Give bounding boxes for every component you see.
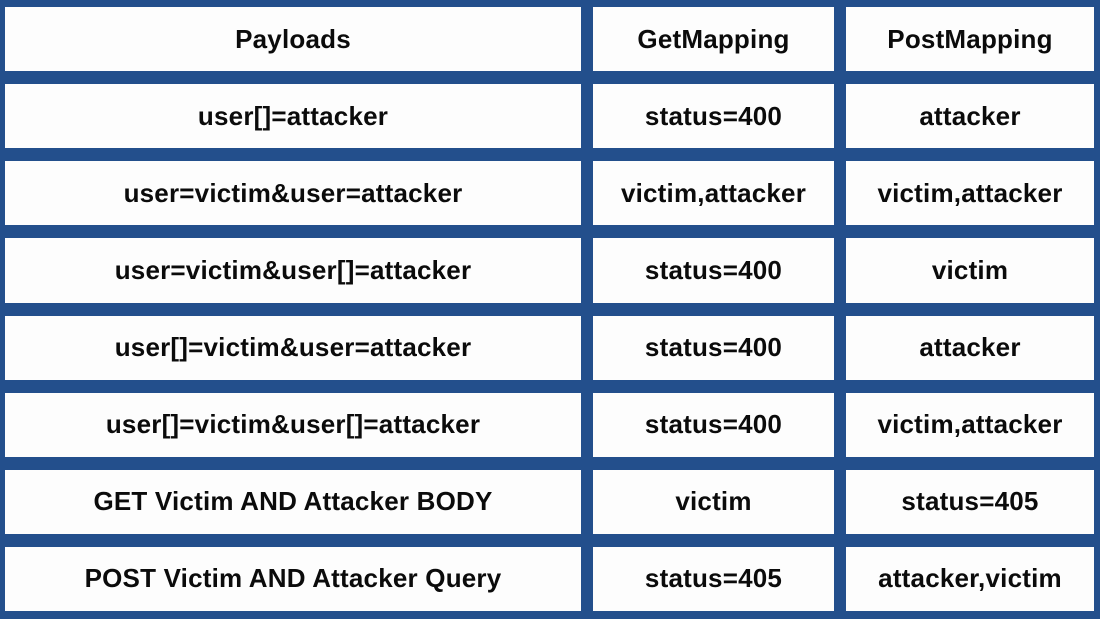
postmapping-cell: victim,attacker [846,392,1094,457]
postmapping-cell: attacker,victim [846,546,1094,611]
getmapping-cell: status=400 [593,238,834,303]
getmapping-cell: status=405 [593,546,834,611]
postmapping-cell: victim [846,238,1094,303]
postmapping-cell: attacker [846,315,1094,380]
getmapping-cell: status=400 [593,84,834,149]
payload-cell: user[]=victim&user=attacker [5,315,581,380]
payload-cell: POST Victim AND Attacker Query [5,546,581,611]
getmapping-cell: victim [593,469,834,534]
getmapping-cell: status=400 [593,392,834,457]
header-cell-payloads: Payloads [5,7,581,72]
getmapping-cell: victim,attacker [593,161,834,226]
postmapping-cell: victim,attacker [846,161,1094,226]
payload-cell: user=victim&user[]=attacker [5,238,581,303]
payload-cell: GET Victim AND Attacker BODY [5,469,581,534]
getmapping-cell: status=400 [593,315,834,380]
payload-cell: user=victim&user=attacker [5,161,581,226]
payload-cell: user[]=attacker [5,84,581,149]
header-cell-getmapping: GetMapping [593,7,834,72]
postmapping-cell: attacker [846,84,1094,149]
header-cell-postmapping: PostMapping [846,7,1094,72]
postmapping-cell: status=405 [846,469,1094,534]
payload-cell: user[]=victim&user[]=attacker [5,392,581,457]
